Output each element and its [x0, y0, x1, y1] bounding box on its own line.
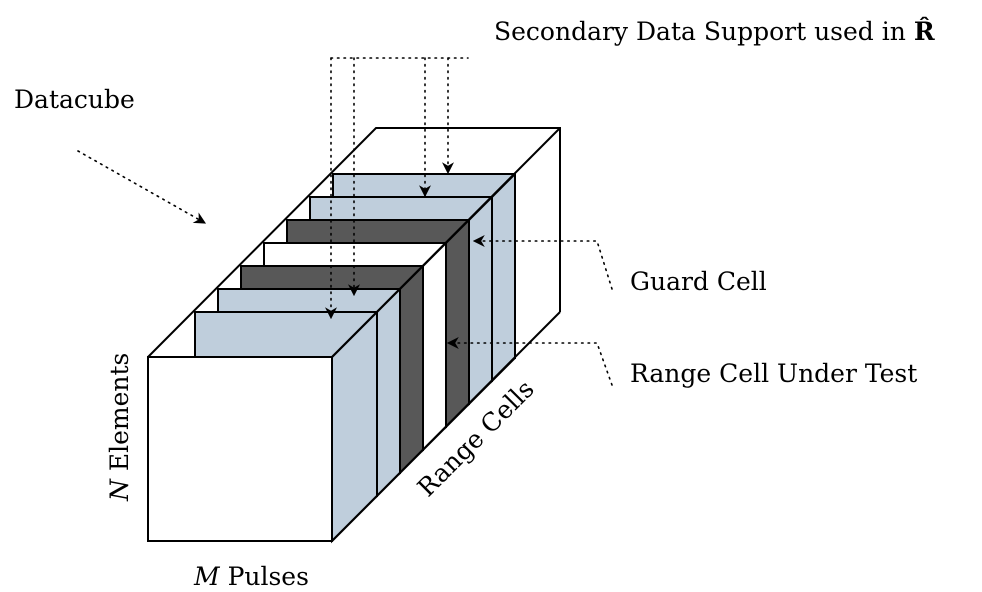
- covariance-estimate-symbol: R̂: [914, 17, 935, 46]
- n-elements-label: N Elements: [105, 353, 134, 502]
- range-cell-leader: [446, 337, 613, 386]
- range-cell-under-test-label: Range Cell Under Test: [630, 359, 917, 388]
- cube-front: [147, 127, 561, 542]
- cube-back-face: [147, 127, 561, 358]
- secondary-data-leaders: [325, 57, 469, 320]
- secondary-data-label: Secondary Data Support used in R̂: [494, 17, 935, 46]
- datacube-leader: [77, 150, 207, 224]
- m-pulses-label: M Pulses: [193, 562, 309, 591]
- datacube-label: Datacube: [14, 85, 135, 114]
- guard-cell-leader: [472, 235, 613, 290]
- guard-cell-label: Guard Cell: [630, 267, 767, 296]
- cube-front-face: [147, 356, 333, 542]
